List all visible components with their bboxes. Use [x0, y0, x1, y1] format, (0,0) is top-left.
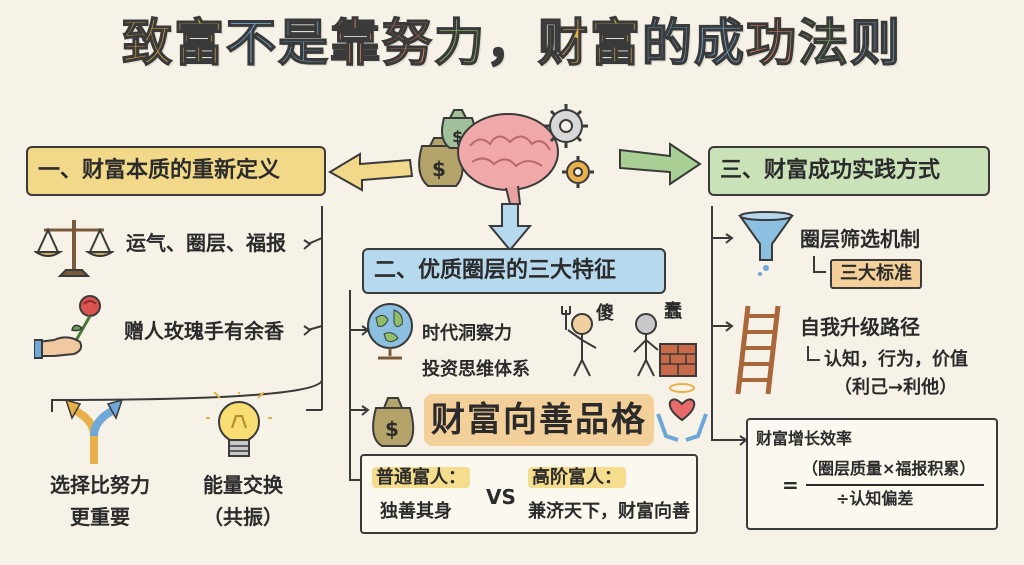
formula-box [746, 418, 998, 530]
title-char: 则 [849, 13, 902, 73]
scale-icon [34, 220, 114, 277]
section1-bottom-left-line2: 更重要 [70, 505, 130, 529]
svg-text:$: $ [452, 127, 463, 146]
arrow-right-icon [619, 142, 702, 186]
formula-title: 财富增长效率 [756, 429, 853, 448]
title-char: 不 [225, 13, 278, 73]
trait-insight: 时代洞察力 [422, 323, 512, 344]
svg-text:$: $ [385, 417, 399, 441]
gear-icon [562, 156, 594, 188]
formula-denominator: ÷认知偏差 [836, 489, 914, 508]
heart-hands-icon [656, 383, 708, 442]
title-char: 努 [381, 13, 434, 73]
svg-text:$: $ [432, 157, 446, 181]
section1-bottom-right-line2: （共振） [203, 505, 283, 529]
title-char: 富 [173, 13, 226, 73]
title-char: 富 [589, 13, 642, 73]
title-char: 成 [693, 13, 746, 73]
section1-bottom-right-line1: 能量交换 [203, 473, 283, 497]
funnel-icon [738, 211, 794, 276]
arrow-left-icon [328, 152, 414, 192]
money-bag-icon: $ [372, 397, 415, 447]
title-char: 财 [537, 13, 590, 73]
fork-arrows-icon [64, 398, 124, 464]
fraction-line [806, 484, 984, 486]
section1-header: 一、财富本质的重新定义 [26, 146, 326, 196]
fool-label: 蠢 [664, 301, 682, 322]
arrow-down-icon [487, 203, 533, 252]
brain-icon [457, 113, 559, 205]
compare-vs: VS [486, 485, 516, 509]
title-char: 靠 [329, 13, 382, 73]
trait-investment: 投资思维体系 [422, 359, 530, 380]
section2-header: 二、优质圈层的三大特征 [362, 248, 666, 294]
formula-eq: = [782, 473, 799, 497]
fool-label: 傻 [596, 303, 614, 324]
page-title: 致富不是靠努力，财富的成功法则 [0, 8, 1024, 78]
upgrade-line2: （利己→利他） [834, 377, 958, 398]
formula-numerator: （圈层质量×福报积累） [802, 459, 976, 478]
rose-icon [34, 295, 101, 359]
title-char: 是 [277, 13, 330, 73]
section1-bottom-left-line1: 选择比努力 [50, 473, 150, 497]
gear-icon [544, 104, 588, 148]
upgrade-line1: 认知，行为，价值 [824, 349, 968, 370]
ladder-icon [735, 305, 781, 395]
fool-figures-icon [561, 306, 697, 377]
section3-header: 三、财富成功实践方式 [708, 146, 990, 196]
title-char: 的 [641, 13, 694, 73]
brain-illustration: $ $ [418, 104, 594, 205]
title-char: ， [485, 13, 538, 73]
compare-right-label: 高阶富人： [528, 466, 626, 490]
title-char: 力 [433, 13, 486, 73]
compare-left-text: 独善其身 [380, 501, 452, 522]
lightbulb-icon [206, 392, 272, 457]
compare-left-label: 普通富人： [372, 466, 470, 490]
upgrade-title: 自我升级路径 [800, 315, 920, 339]
title-char: 法 [797, 13, 850, 73]
section1-item: 运气、圈层、福报 [126, 231, 286, 255]
filter-sub: 三大标准 [830, 259, 922, 289]
title-char: 致 [121, 13, 174, 73]
globe-icon [367, 303, 413, 360]
filter-title: 圈层筛选机制 [800, 227, 920, 251]
title-char: 功 [745, 13, 798, 73]
section1-item: 赠人玫瑰手有余香 [124, 319, 284, 343]
virtue-label: 财富向善品格 [424, 394, 654, 446]
compare-right-text: 兼济天下，财富向善 [528, 501, 690, 522]
